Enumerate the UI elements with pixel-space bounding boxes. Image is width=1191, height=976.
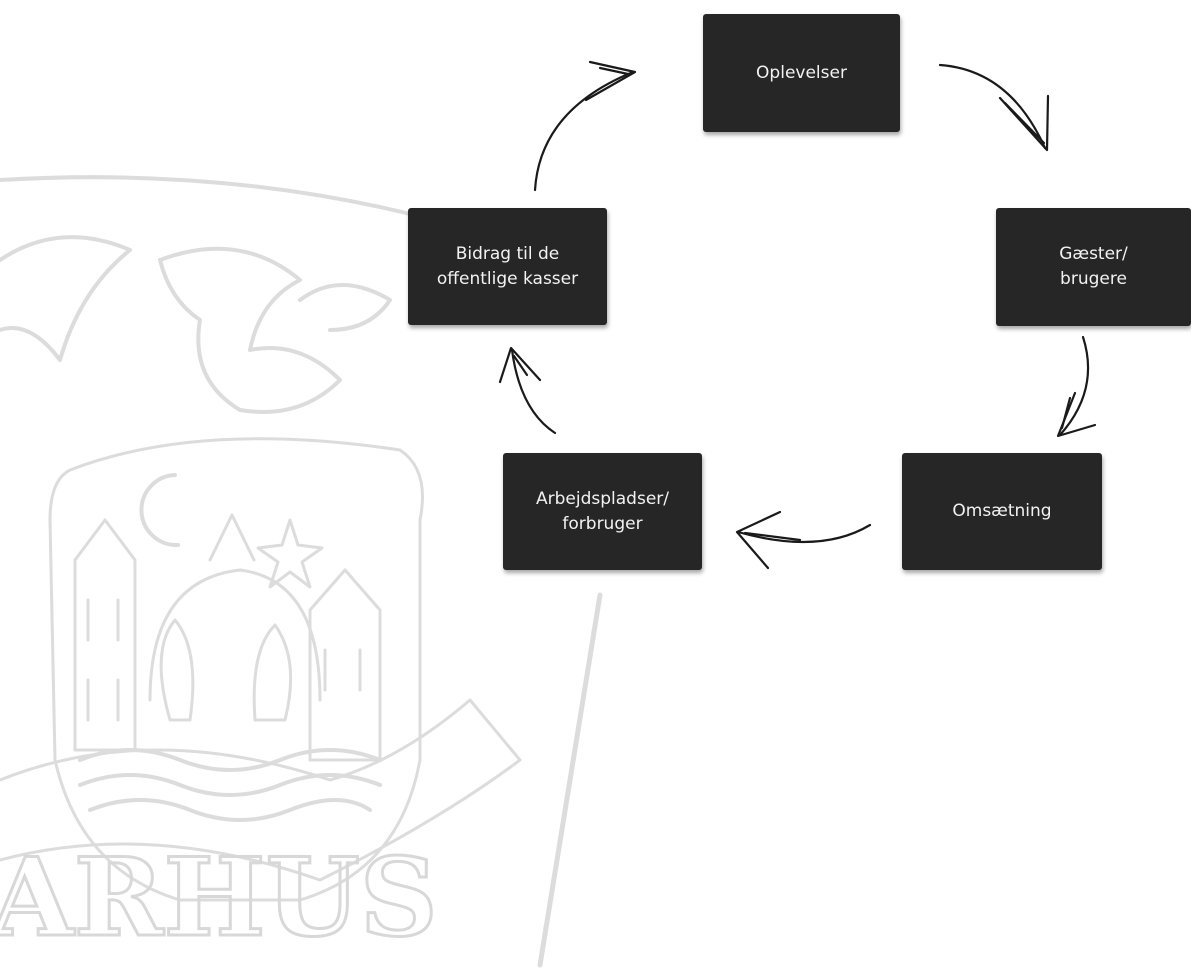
arrow-arbejde-to-bidrag [498, 346, 557, 435]
node-label-line-1: Gæster/ [1059, 244, 1128, 265]
node-label-line-2: offentlige kasser [436, 268, 579, 289]
arrow-oplevelser-to-gaester [938, 63, 1050, 152]
node-arbejdspladser-forbruger: Arbejdspladser/ forbruger [503, 453, 702, 570]
arrow-gaester-to-omsaetning [1056, 335, 1097, 438]
node-label-line-2: brugere [1060, 269, 1127, 289]
node-label: Oplevelser [756, 62, 847, 83]
arrow-bidrag-to-oplevelser [533, 60, 637, 192]
node-gaester-brugere: Gæster/ brugere [996, 208, 1191, 326]
node-label-line-2: forbruger [562, 513, 643, 534]
node-bidrag-offentlige-kasser: Bidrag til de offentlige kasser [408, 208, 607, 325]
node-omsaetning: Omsætning [902, 453, 1102, 570]
node-label: Omsætning [952, 501, 1052, 522]
watermark-text: ARHUS [0, 835, 438, 961]
node-oplevelser: Oplevelser [703, 14, 900, 132]
arrow-omsaetning-to-arbejde [735, 510, 872, 570]
node-label-line-1: Bidrag til de [455, 243, 560, 264]
node-label-line-1: Arbejdspladser/ [536, 488, 669, 509]
